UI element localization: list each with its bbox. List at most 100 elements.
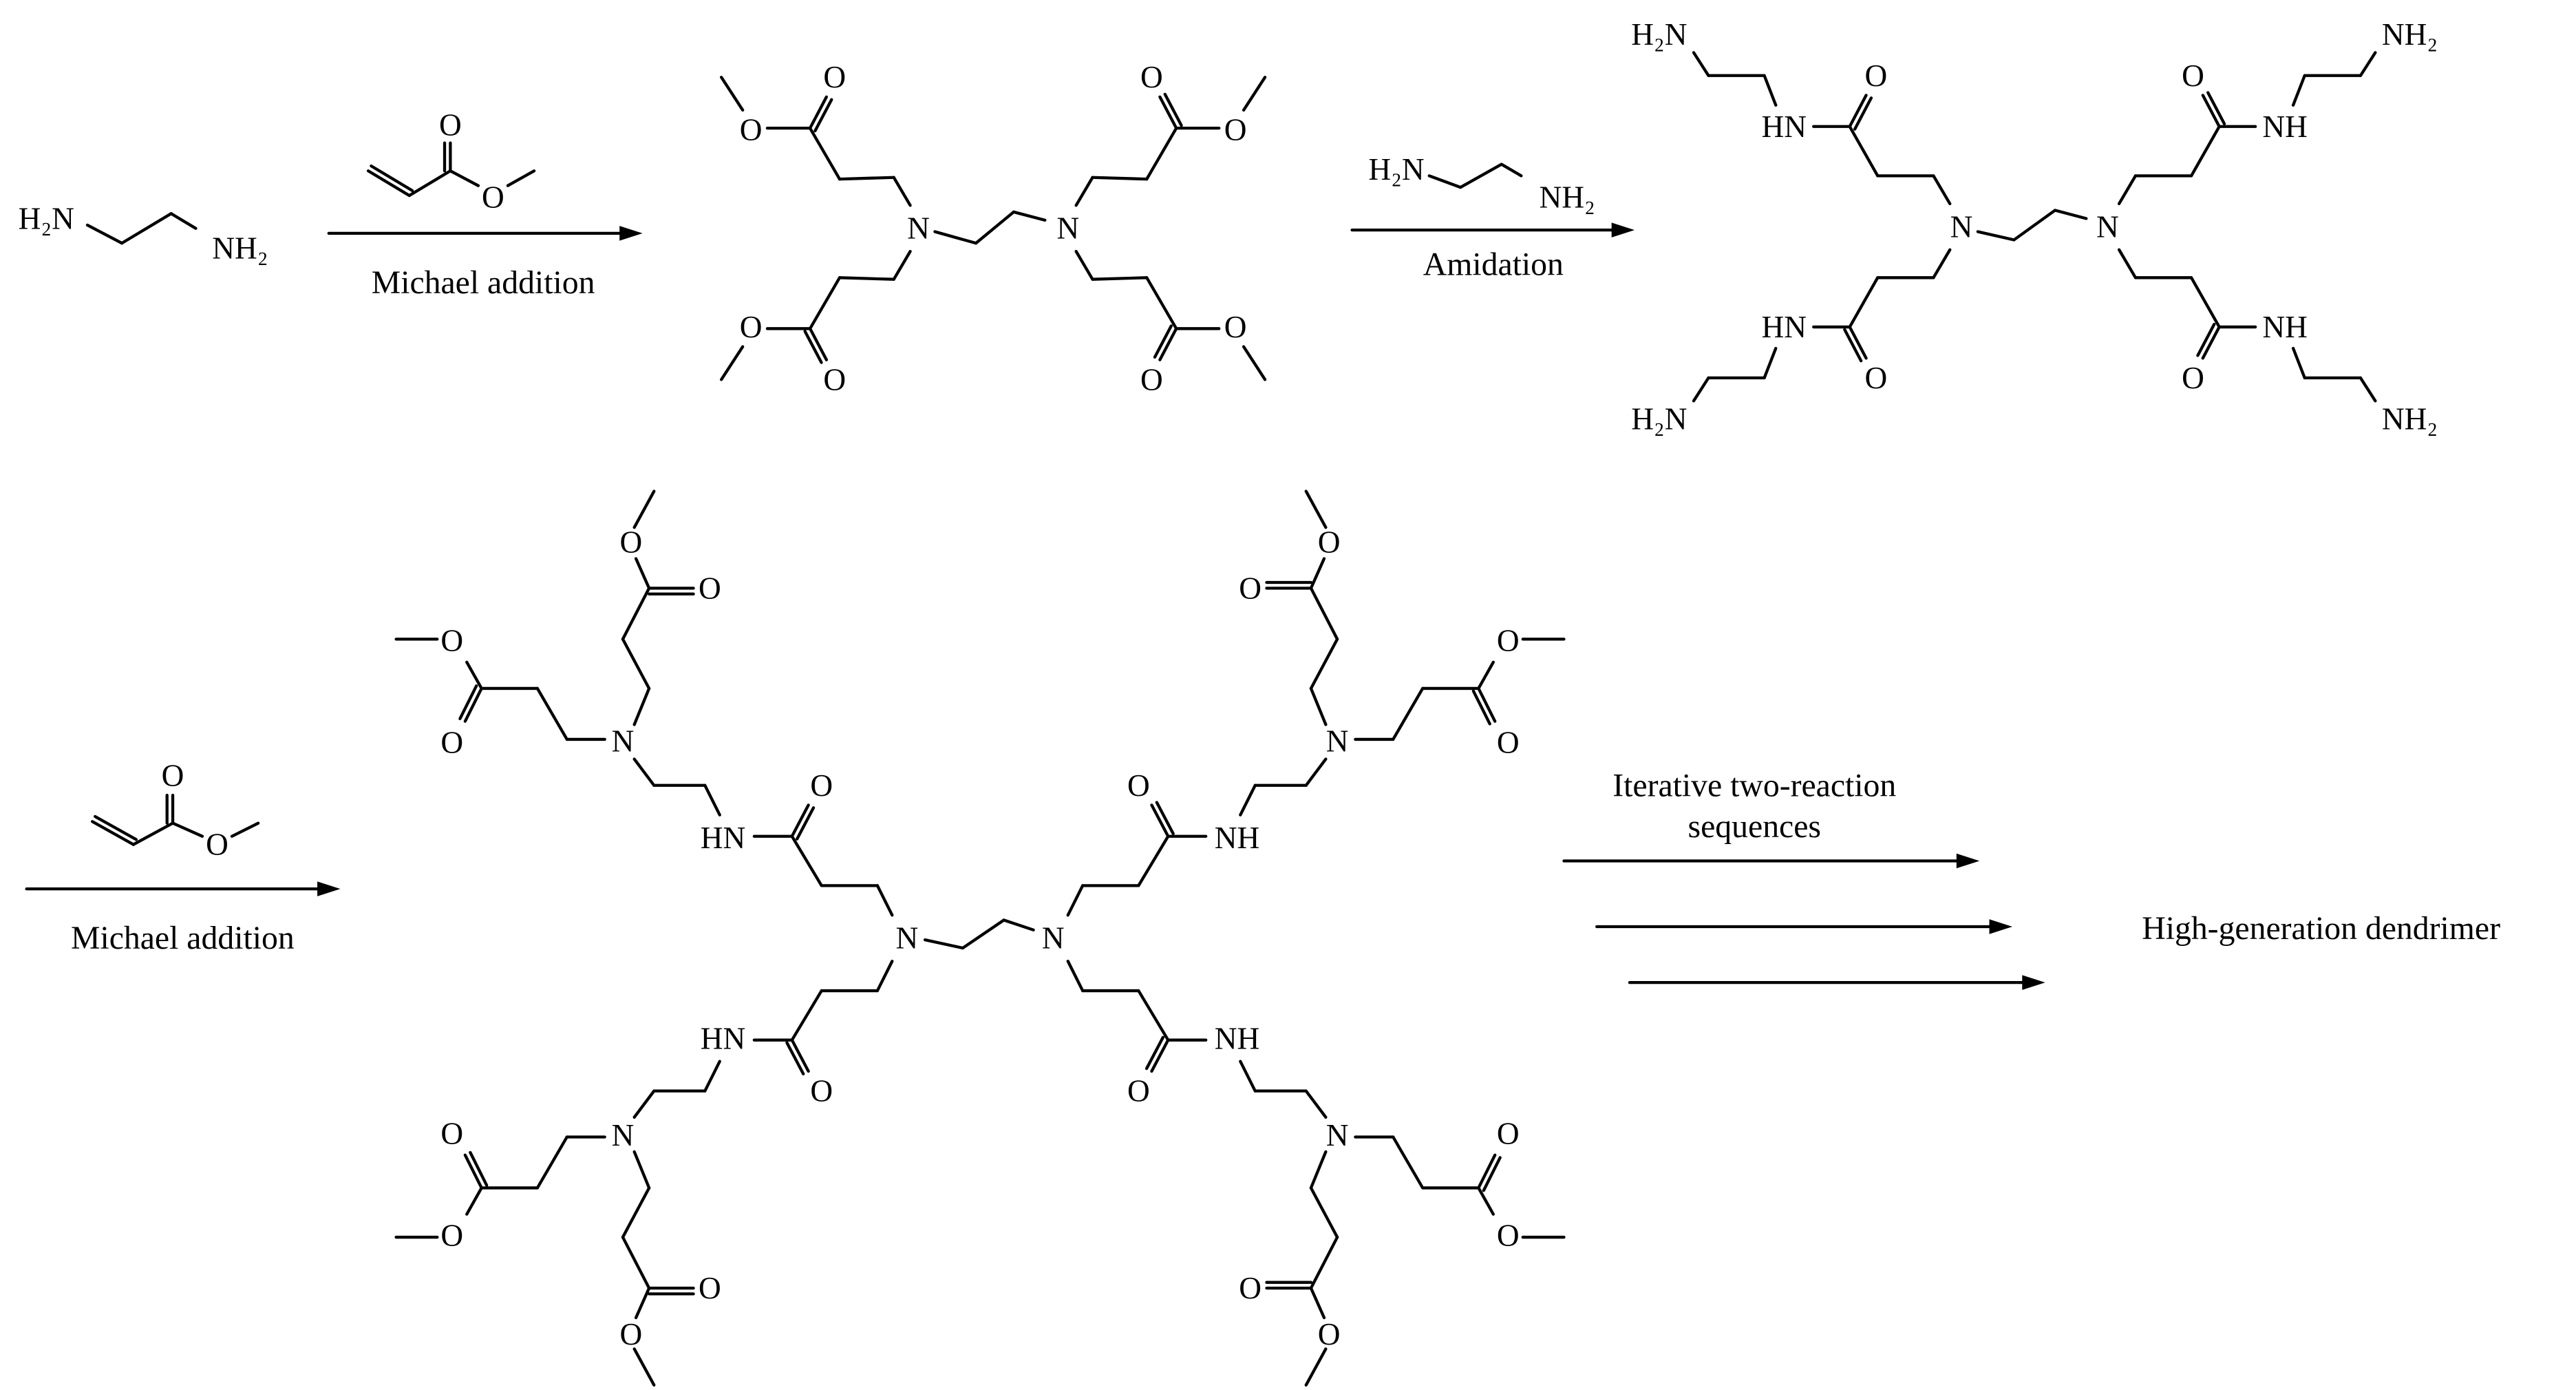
single-bond: [2117, 248, 2138, 280]
iterative-label-line2: sequences: [1688, 808, 1821, 845]
single-bond: [449, 169, 480, 187]
double-bond: [2206, 91, 2226, 126]
double-bond: [1477, 1153, 1497, 1190]
iterative-arrow-3: [1628, 975, 2045, 990]
atom-label-n: N: [907, 211, 930, 246]
single-bond: [703, 783, 721, 817]
double-bond: [458, 684, 478, 721]
atom-label-o: O: [1318, 525, 1341, 560]
double-bond: [796, 806, 816, 841]
atom-label-o: O: [2182, 59, 2204, 93]
atom-label-o: O: [440, 1117, 463, 1151]
single-bond: [1304, 1089, 1328, 1119]
single-bond: [1458, 162, 1503, 189]
ethylene-bond: [1002, 918, 1035, 931]
atom-label-o: O: [1318, 1317, 1341, 1351]
single-bond: [230, 821, 260, 838]
single-bond: [632, 489, 656, 529]
single-bond: [1309, 587, 1339, 641]
single-bond: [535, 686, 568, 741]
atom-label-nh2: NH₂: [2382, 402, 2438, 436]
double-bond: [1145, 1035, 1165, 1071]
single-bond: [1692, 376, 1710, 403]
single-bond: [1477, 1186, 1495, 1216]
atom-label-n: N: [1042, 921, 1065, 956]
atom-label-o: O: [1497, 624, 1520, 658]
single-bond: [1392, 1135, 1425, 1190]
double-bond: [2201, 94, 2221, 128]
single-bond: [1145, 127, 1178, 181]
atom-label-o: O: [699, 571, 721, 605]
single-bond: [838, 276, 895, 281]
atom-label-o: O: [482, 180, 504, 214]
double-bond: [1163, 92, 1183, 127]
single-bond: [632, 1347, 656, 1387]
single-bond: [1091, 176, 1149, 181]
atom-label-n: N: [2096, 209, 2119, 244]
single-bond: [1066, 884, 1085, 917]
single-bond: [2359, 51, 2377, 77]
single-bond: [808, 127, 842, 181]
atom-label-n: N: [612, 1118, 635, 1152]
atom-label-o: O: [620, 1317, 643, 1351]
atom-label-nh2: NH₂: [212, 231, 268, 265]
double-bond: [790, 803, 810, 838]
amidation-label: Amidation: [1423, 246, 1564, 283]
atom-label-o: O: [1224, 113, 1247, 147]
single-bond: [1074, 249, 1094, 281]
atom-label-o: O: [1239, 571, 1262, 605]
single-bond: [621, 587, 651, 641]
single-bond: [790, 834, 823, 887]
reaction-arrow-3: [25, 881, 341, 896]
atom-label-o: O: [1140, 362, 1163, 397]
single-bond: [1145, 276, 1178, 330]
single-bond: [1932, 248, 1952, 280]
atom-label-o: O: [1865, 59, 1888, 93]
single-bond: [1091, 276, 1149, 281]
single-bond: [1074, 176, 1094, 207]
single-bond: [808, 276, 842, 330]
atom-label-n: N: [895, 921, 918, 956]
arrow-head-icon: [619, 226, 643, 241]
arrow-head-icon: [317, 881, 341, 896]
single-bond: [1137, 834, 1170, 887]
single-bond: [703, 1060, 721, 1093]
single-bond: [1304, 757, 1328, 787]
ethylene-bond: [933, 230, 978, 245]
atom-label-hn: HN: [1761, 310, 1806, 344]
double-bond: [1843, 328, 1863, 363]
double-bond: [808, 95, 829, 130]
atom-label-n: N: [1056, 211, 1079, 246]
single-bond: [632, 686, 651, 726]
single-bond: [1137, 989, 1170, 1042]
single-bond: [1763, 346, 1778, 380]
single-bond: [407, 169, 452, 198]
single-bond: [875, 884, 894, 917]
captions: Michael addition Amidation Michael addit…: [71, 246, 2500, 956]
single-bond: [1066, 959, 1085, 993]
reaction-arrow-1: [327, 226, 643, 241]
atom-label-h2n: H₂N: [1631, 17, 1687, 52]
double-bond: [813, 98, 833, 133]
double-bond: [1471, 689, 1491, 726]
michael-addition-label-2: Michael addition: [71, 920, 295, 956]
double-bond: [1153, 324, 1173, 359]
atom-label-o: O: [1497, 726, 1520, 760]
single-bond: [1309, 1235, 1339, 1290]
atom-label-o: O: [206, 828, 228, 862]
single-bond: [1309, 686, 1328, 726]
arrow-head-icon: [2022, 975, 2045, 990]
atom-label-o: O: [823, 60, 846, 94]
arrow-head-icon: [1956, 853, 1980, 869]
single-bond: [1309, 1186, 1339, 1239]
atom-label-o: O: [1865, 361, 1888, 395]
single-bond: [120, 212, 173, 245]
final-product-label: High-generation dendrimer: [2142, 910, 2500, 947]
atom-label-hn: HN: [701, 821, 745, 855]
single-bond: [1309, 557, 1326, 590]
single-bond: [875, 959, 894, 993]
single-bond: [790, 989, 823, 1042]
